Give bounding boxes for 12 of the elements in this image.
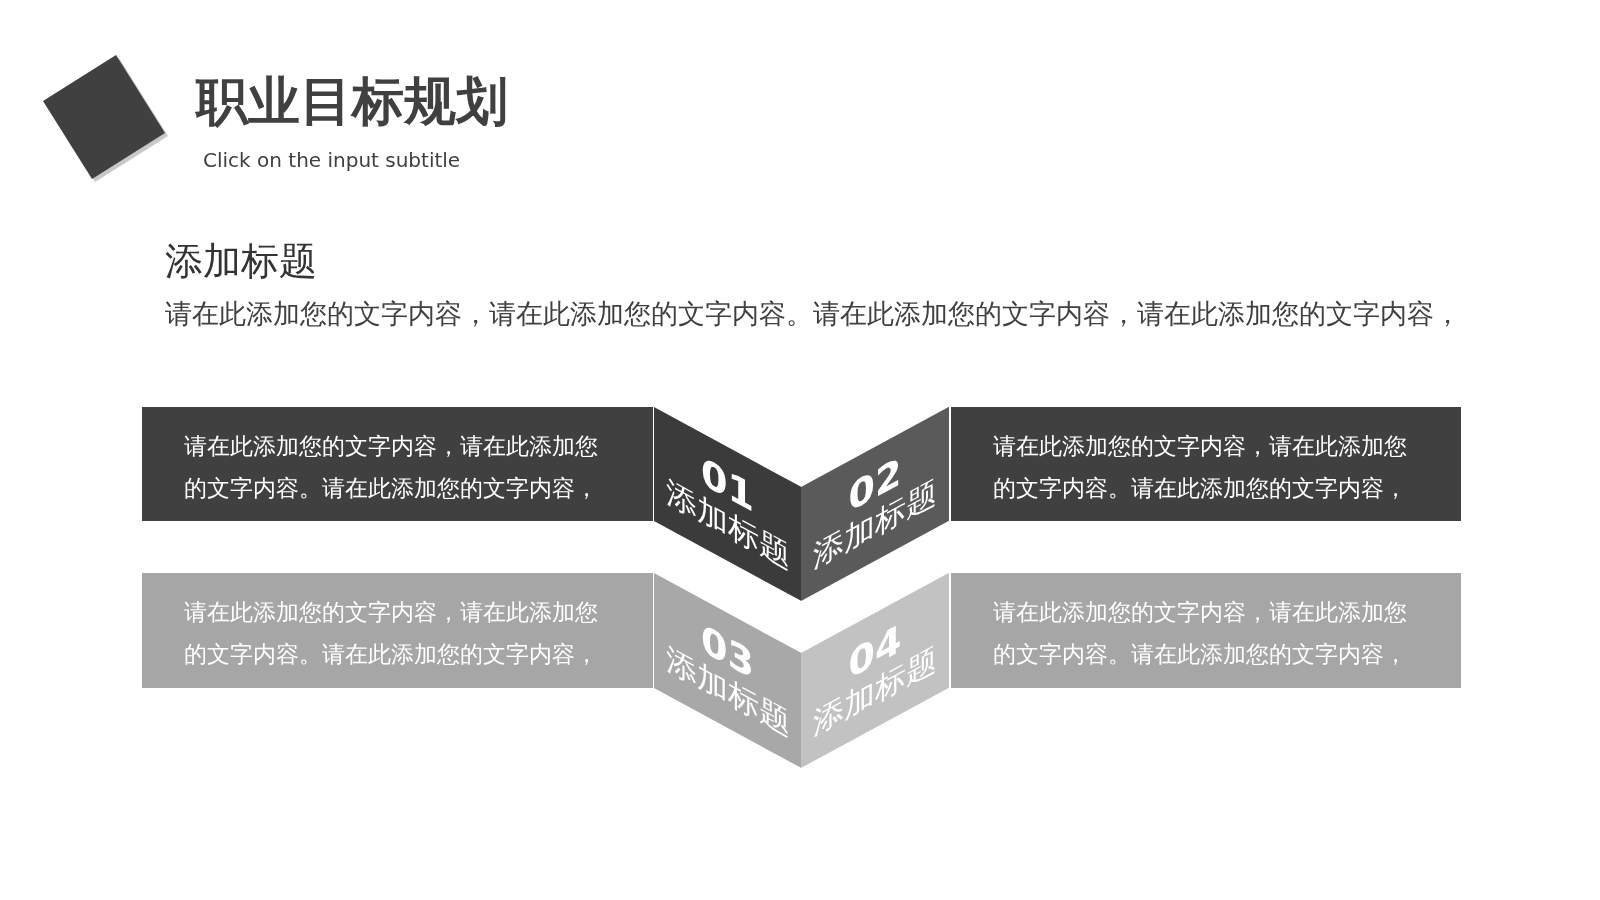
section-text: 请在此添加您的文字内容，请在此添加您的文字内容。请在此添加您的文字内容，请在此添加您的文字内容，	[165, 297, 1461, 331]
text-panel	[951, 407, 1461, 521]
subtitle: Click on the input subtitle	[203, 147, 461, 174]
panel-text: 请在此添加您的文字内容，请在此添加您的文字内容。请在此添加您的文字内容，	[993, 598, 1408, 669]
panel-text: 请在此添加您的文字内容，请在此添加您的文字内容。请在此添加您的文字内容，	[184, 432, 599, 503]
panel-text: 请在此添加您的文字内容，请在此添加您的文字内容。请在此添加您的文字内容，	[993, 432, 1408, 503]
panel-text: 请在此添加您的文字内容，请在此添加您的文字内容。请在此添加您的文字内容，	[184, 598, 599, 669]
section-heading: 添加标题	[165, 238, 317, 284]
text-panel	[951, 573, 1461, 688]
text-panel	[142, 407, 653, 521]
text-panel	[142, 573, 653, 688]
slide-title: 职业目标规划	[196, 70, 508, 132]
